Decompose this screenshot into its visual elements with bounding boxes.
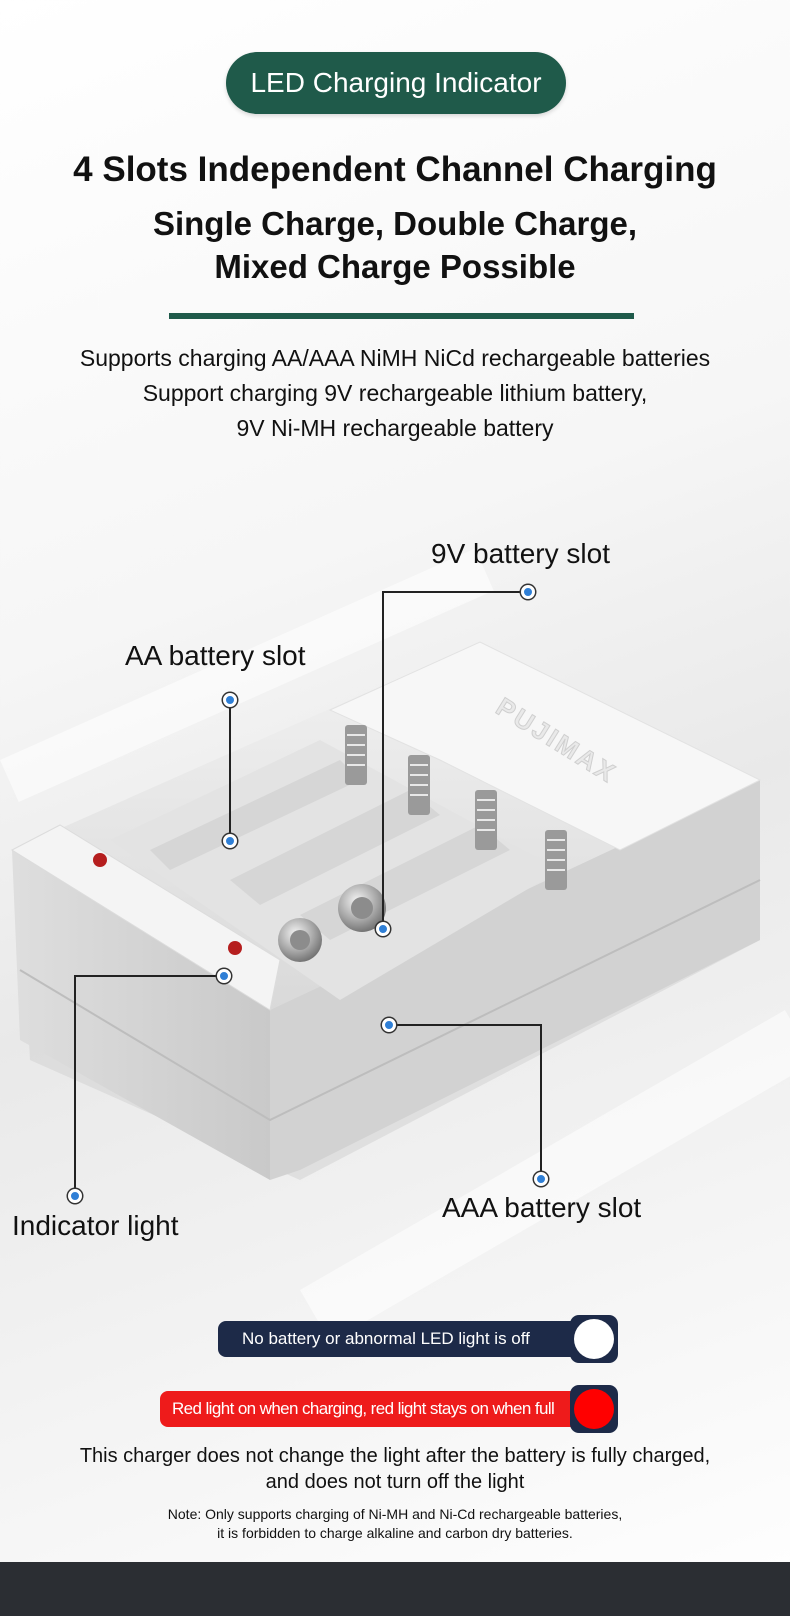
nine-v-marker [376, 922, 390, 936]
legend-on-label: Red light on when charging, red light st… [172, 1399, 555, 1418]
legend-on-swatch [570, 1385, 618, 1433]
legend-on: Red light on when charging, red light st… [160, 1391, 578, 1427]
small-note-line-1: Note: Only supports charging of Ni-MH an… [167, 1506, 623, 1522]
aa-marker [223, 834, 237, 848]
light-on-icon [574, 1389, 614, 1429]
indicator-marker [68, 1189, 82, 1203]
aaa-leader-line [540, 1024, 542, 1178]
legend-off: No battery or abnormal LED light is off [218, 1321, 578, 1357]
description-line-3: 9V Ni-MH rechargeable battery [236, 415, 554, 441]
small-note-line-2: it is forbidden to charge alkaline and c… [217, 1525, 573, 1541]
aaa-marker [382, 1018, 396, 1032]
aaa-marker [534, 1172, 548, 1186]
indicator-marker [217, 969, 231, 983]
subtitle-line-1: Single Charge, Double Charge, [152, 205, 638, 242]
aa-slot-label: AA battery slot [125, 640, 306, 671]
indicator-leader-line [74, 975, 224, 977]
legend-off-label: No battery or abnormal LED light is off [242, 1329, 530, 1348]
footer-band [0, 1562, 790, 1616]
indicator-light-label: Indicator light [12, 1210, 179, 1241]
description-line-2: Support charging 9V rechargeable lithium… [142, 380, 648, 406]
nine-v-leader-line [382, 591, 526, 593]
nine-v-slot-label: 9V battery slot [431, 538, 610, 569]
subtitle-line-2: Mixed Charge Possible [214, 248, 576, 285]
title-divider [169, 313, 634, 319]
nine-v-marker [521, 585, 535, 599]
aaa-slot-label: AAA battery slot [442, 1192, 642, 1223]
aa-marker [223, 693, 237, 707]
light-off-icon [574, 1319, 614, 1359]
led-indicator-pill: LED Charging Indicator [226, 52, 566, 114]
note-line-2: and does not turn off the light [265, 1471, 525, 1493]
charger-illustration: PUJIMAX [10, 641, 762, 1180]
note-line-1: This charger does not change the light a… [79, 1445, 711, 1467]
description-line-1: Supports charging AA/AAA NiMH NiCd recha… [79, 345, 711, 371]
nine-v-leader-line [382, 591, 384, 927]
page-title: 4 Slots Independent Channel Charging [73, 150, 717, 189]
aaa-leader-line [388, 1024, 542, 1026]
aa-leader-line [229, 700, 231, 840]
legend-off-swatch [570, 1315, 618, 1363]
indicator-leader-line [74, 975, 76, 1195]
